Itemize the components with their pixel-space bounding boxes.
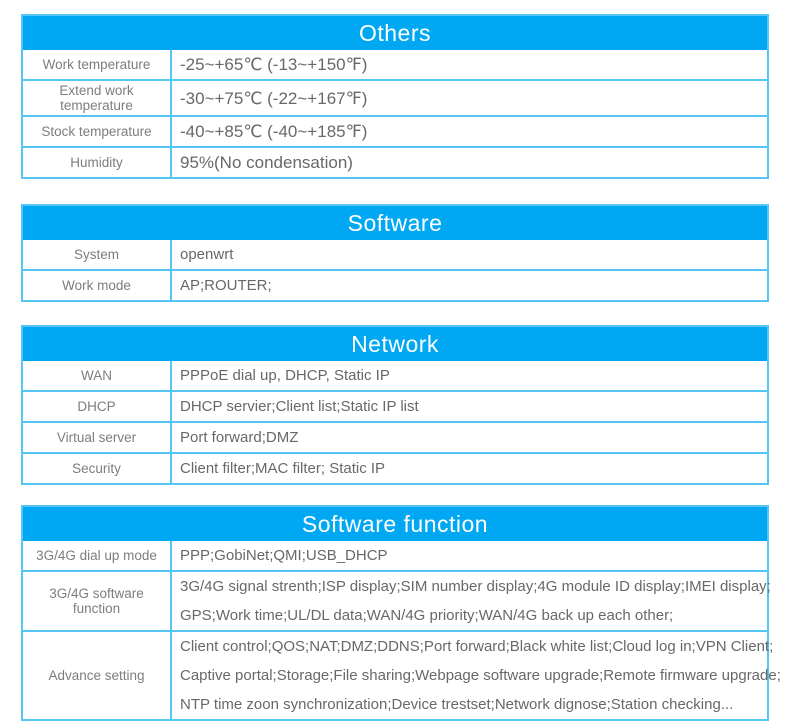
software-table: Software System openwrt Work mode AP;ROU… <box>21 204 769 302</box>
value-line: openwrt <box>180 246 234 263</box>
value-line: NTP time zoon synchronization;Device tre… <box>180 696 734 713</box>
row-value: PPP;GobiNet;QMI;USB_DHCP <box>170 541 767 570</box>
value-line: 3G/4G signal strenth;ISP display;SIM num… <box>180 578 771 595</box>
row-label: 3G/4G dial up mode <box>36 548 157 563</box>
table-row: System openwrt <box>23 240 767 269</box>
row-label: Security <box>72 461 121 476</box>
value-line: AP;ROUTER; <box>180 277 272 294</box>
row-label: Work temperature <box>42 57 151 72</box>
table-row: 3G/4G software function 3G/4G signal str… <box>23 570 771 630</box>
table-row: Security Client filter;MAC filter; Stati… <box>23 452 767 483</box>
value-line: PPPoE dial up, DHCP, Static IP <box>180 367 390 384</box>
row-value: Port forward;DMZ <box>170 423 767 452</box>
software-function-table: Software function 3G/4G dial up mode PPP… <box>21 505 781 721</box>
row-label: 3G/4G software function <box>49 586 144 616</box>
row-label: Humidity <box>70 155 123 170</box>
row-value: -25~+65℃ (-13~+150℉) <box>170 50 767 79</box>
table-row: Work mode AP;ROUTER; <box>23 269 767 300</box>
row-label: Stock temperature <box>41 124 152 139</box>
value-line: Captive portal;Storage;File sharing;Webp… <box>180 667 781 684</box>
table-row: WAN PPPoE dial up, DHCP, Static IP <box>23 361 767 390</box>
row-value: AP;ROUTER; <box>170 271 767 300</box>
row-value: -30~+75℃ (-22~+167℉) <box>170 81 767 115</box>
software-function-table-title: Software function <box>23 507 767 541</box>
network-table: Network WAN PPPoE dial up, DHCP, Static … <box>21 325 769 485</box>
value-line: 95%(No condensation) <box>180 153 353 172</box>
row-value: openwrt <box>170 240 767 269</box>
row-value: -40~+85℃ (-40~+185℉) <box>170 117 767 146</box>
row-label: WAN <box>81 368 112 383</box>
table-row: Virtual server Port forward;DMZ <box>23 421 767 452</box>
row-label: Virtual server <box>56 430 137 445</box>
others-table: Others Work temperature -25~+65℃ (-13~+1… <box>21 14 769 179</box>
network-table-title: Network <box>23 327 767 361</box>
row-value: Client control;QOS;NAT;DMZ;DDNS;Port for… <box>170 632 785 719</box>
row-label: System <box>73 247 119 262</box>
table-row: 3G/4G dial up mode PPP;GobiNet;QMI;USB_D… <box>23 541 767 570</box>
row-label: Advance setting <box>48 668 145 683</box>
value-line: GPS;Work time;UL/DL data;WAN/4G priority… <box>180 607 674 624</box>
table-row: Humidity 95%(No condensation) <box>23 146 767 177</box>
table-row: DHCP DHCP servier;Client list;Static IP … <box>23 390 767 421</box>
others-table-title: Others <box>23 16 767 50</box>
value-line: -25~+65℃ (-13~+150℉) <box>180 55 368 74</box>
row-label: Work mode <box>62 278 131 293</box>
row-value: Client filter;MAC filter; Static IP <box>170 454 767 483</box>
software-table-title: Software <box>23 206 767 240</box>
value-line: PPP;GobiNet;QMI;USB_DHCP <box>180 547 388 564</box>
row-value: DHCP servier;Client list;Static IP list <box>170 392 767 421</box>
table-row: Stock temperature -40~+85℃ (-40~+185℉) <box>23 115 767 146</box>
table-row: Work temperature -25~+65℃ (-13~+150℉) <box>23 50 767 79</box>
row-label: Extend work temperature <box>59 83 134 113</box>
row-value: 3G/4G signal strenth;ISP display;SIM num… <box>170 572 775 630</box>
value-line: -40~+85℃ (-40~+185℉) <box>180 122 368 141</box>
table-row: Advance setting Client control;QOS;NAT;D… <box>23 630 781 719</box>
value-line: Port forward;DMZ <box>180 429 299 446</box>
table-row: Extend work temperature -30~+75℃ (-22~+1… <box>23 79 767 115</box>
value-line: DHCP servier;Client list;Static IP list <box>180 398 419 415</box>
value-line: Client control;QOS;NAT;DMZ;DDNS;Port for… <box>180 638 774 655</box>
row-value: PPPoE dial up, DHCP, Static IP <box>170 361 767 390</box>
row-value: 95%(No condensation) <box>170 148 767 177</box>
value-line: Client filter;MAC filter; Static IP <box>180 460 386 477</box>
row-label: DHCP <box>77 399 116 414</box>
value-line: -30~+75℃ (-22~+167℉) <box>180 88 368 108</box>
